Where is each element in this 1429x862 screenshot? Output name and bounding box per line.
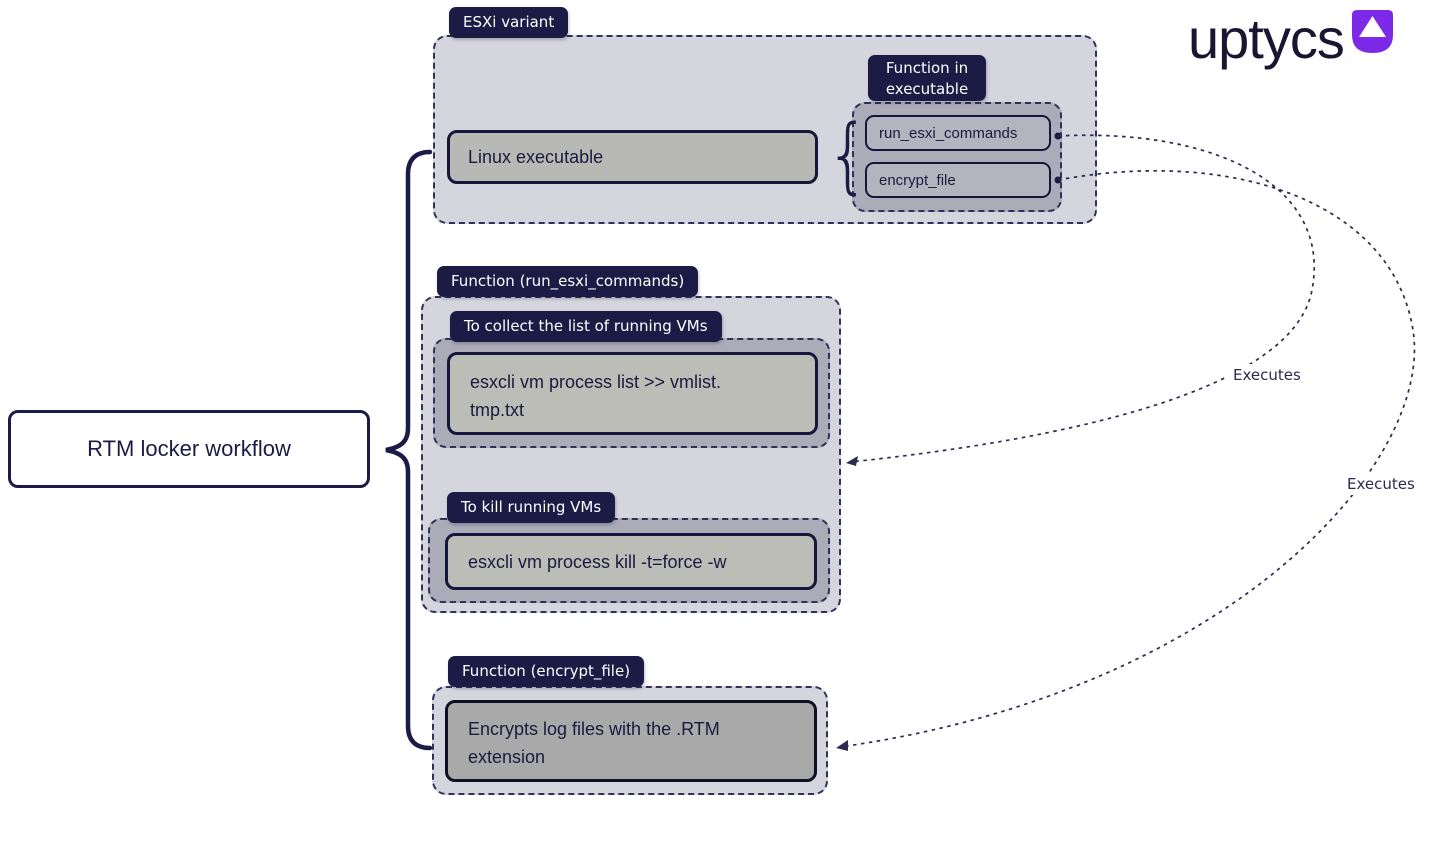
kill-command-line: esxcli vm process kill -t=force -w bbox=[468, 552, 727, 572]
executes-arrowhead-2 bbox=[836, 740, 848, 751]
small-curly-brace: { bbox=[825, 108, 871, 203]
uptycs-logo-mark-icon bbox=[1351, 10, 1393, 58]
kill-vms-tag: To kill running VMs bbox=[447, 492, 616, 523]
executes-label-1: Executes bbox=[1228, 364, 1306, 386]
collect-vms-tag: To collect the list of running VMs bbox=[450, 311, 722, 342]
executes-curve-2 bbox=[839, 169, 1416, 748]
uptycs-logo-text: uptycs bbox=[1188, 7, 1345, 70]
encrypt-file-label: encrypt_file bbox=[879, 171, 956, 189]
linux-executable-node: Linux executable bbox=[447, 130, 818, 184]
esxi-variant-tag: ESXi variant bbox=[449, 7, 569, 38]
run-commands-tag: Function (run_esxi_commands) bbox=[437, 266, 699, 297]
kill-vms-command-node: esxcli vm process kill -t=force -w bbox=[445, 533, 817, 590]
encrypt-file-tag: Function (encrypt_file) bbox=[448, 656, 645, 687]
rtm-workflow-title: RTM locker workflow bbox=[87, 436, 291, 461]
uptycs-logo: uptycs bbox=[1188, 8, 1393, 70]
collect-command-line-2: tmp.txt bbox=[470, 400, 525, 420]
executes-label-2: Executes bbox=[1342, 473, 1420, 495]
executes-arrowhead-1 bbox=[846, 456, 858, 466]
linux-executable-label: Linux executable bbox=[468, 146, 604, 167]
encrypt-description-node: Encrypts log files with the .RTM extensi… bbox=[445, 700, 817, 782]
collect-command-line-1: esxcli vm process list >> vmlist. bbox=[470, 372, 722, 392]
run-esxi-commands-label: run_esxi_commands bbox=[879, 124, 1018, 142]
encrypt-description-line-2: extension bbox=[468, 747, 546, 767]
functions-in-executable-tag: Function in executable bbox=[868, 55, 986, 101]
rtm-workflow-node: RTM locker workflow bbox=[8, 410, 370, 488]
encrypt-file-node: encrypt_file bbox=[865, 162, 1051, 198]
encrypt-description-line-1: Encrypts log files with the .RTM bbox=[468, 719, 720, 739]
run-esxi-commands-node: run_esxi_commands bbox=[865, 115, 1051, 151]
collect-vms-command-node: esxcli vm process list >> vmlist. tmp.tx… bbox=[447, 352, 818, 435]
